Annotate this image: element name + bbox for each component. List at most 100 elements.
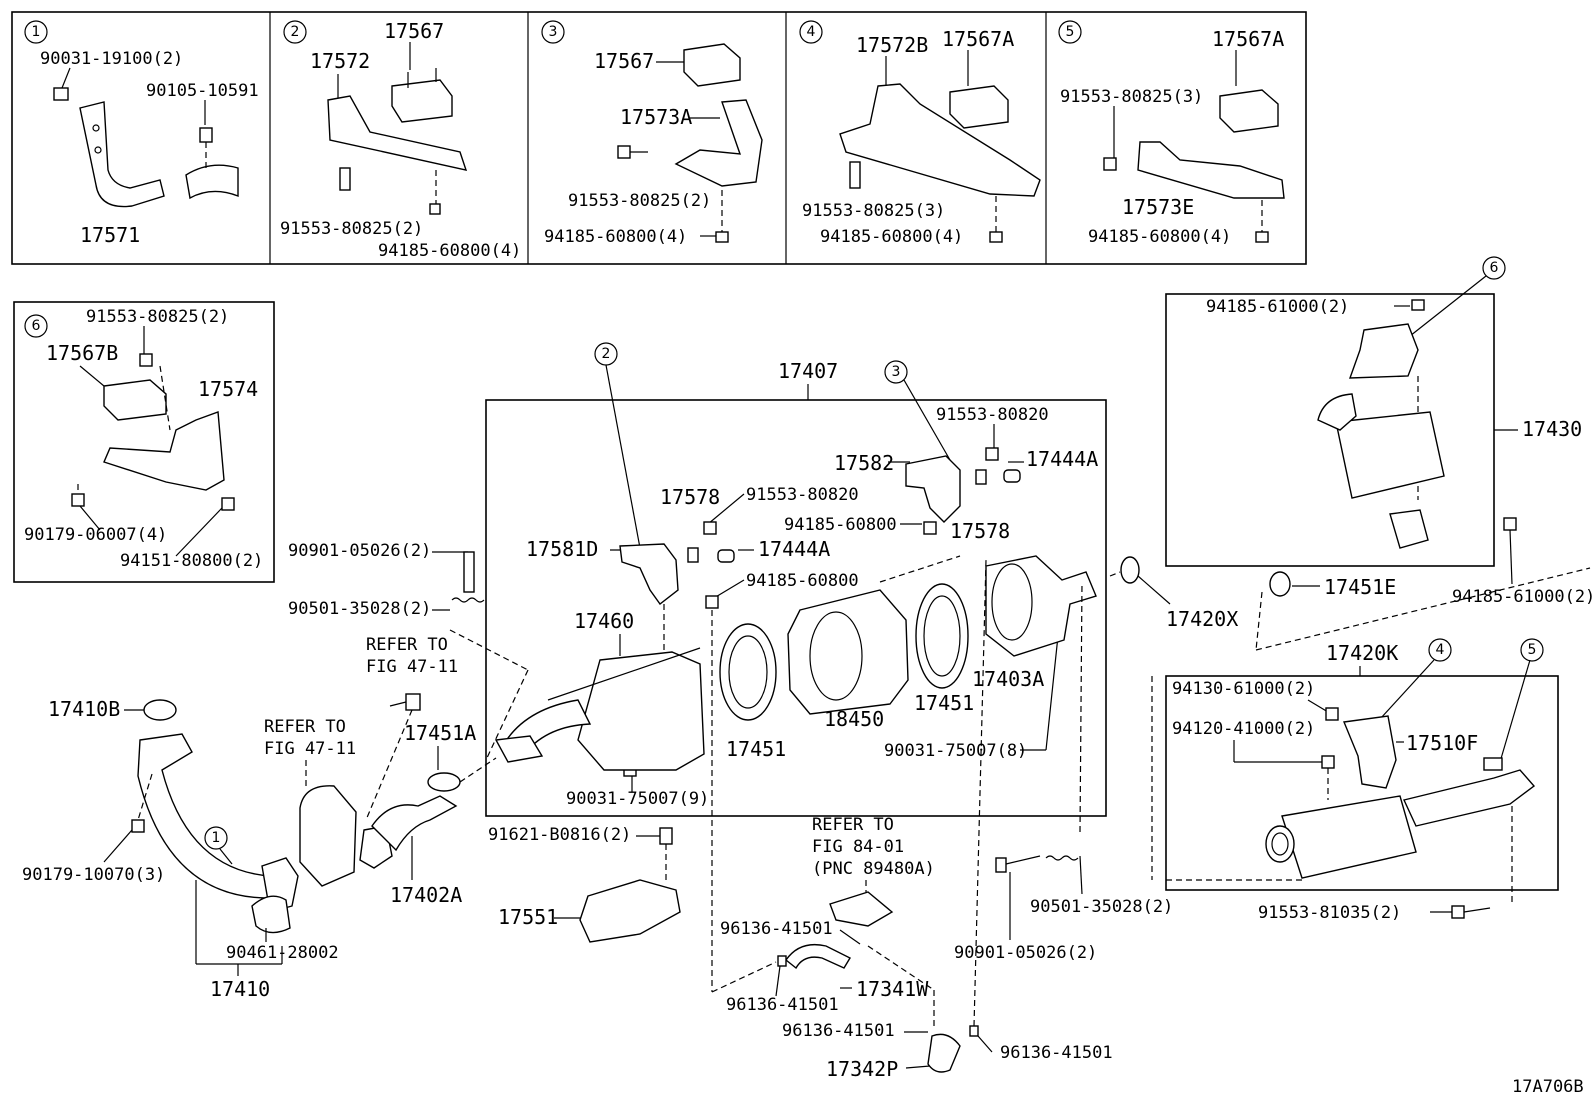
label-94185-61000-right: 94185-61000(2) [1452,587,1592,607]
muffler-17430-shape [1335,411,1445,499]
label-17567: 17567 [384,19,444,43]
inset-number-5: 5 [1066,24,1075,40]
callout-6-right: 6 [1490,260,1499,276]
label-17341W: 17341W [856,977,929,1001]
label-94185-60800-b5: 94185-60800(4) [1088,227,1231,247]
bracket-17510F-shape [1343,715,1397,789]
label-17572: 17572 [310,49,370,73]
label-17578-a: 17578 [660,485,720,509]
label-refer-to-2b: FIG 47-11 [264,739,356,759]
label-17430: 17430 [1522,417,1582,441]
label-90179-10070: 90179-10070(3) [22,865,165,885]
inset-3: 3 17567 17573A 91553-80825(2) 94185-6080… [541,20,763,247]
label-17451E: 17451E [1324,575,1396,599]
clamp-90461-shape [251,895,291,934]
label-17571: 17571 [80,223,140,247]
mount-17567A-b5-shape [1219,89,1279,133]
label-17574: 17574 [198,377,258,401]
label-91553-80820-a: 91553-80820 [936,405,1049,425]
bracket-17573E-shape [1137,141,1285,199]
converter-17460-shape [577,651,705,771]
sensor-bracket-shape [829,891,894,927]
outlet-17403A-shape [985,555,1097,657]
mount-17567A-b4-shape [949,85,1009,129]
label-17444A-right: 17444A [1026,447,1098,471]
label-91553-80825-b3: 91553-80825(2) [568,191,711,211]
inset-2: 2 17567 17572 91553-80825(2) 94185-60800… [280,19,521,261]
label-91553-81035: 91553-81035(2) [1258,903,1401,923]
hanger-bracket-shape [1348,323,1419,379]
bracket-17582-shape [905,455,961,523]
label-91553-80825-b5: 91553-80825(3) [1060,87,1203,107]
label-17551: 17551 [498,905,558,929]
assembly-17407-frame [485,399,1107,817]
converter-flange [494,735,544,763]
label-94130-61000: 94130-61000(2) [1172,679,1315,699]
label-91553-80825-b4: 91553-80825(3) [802,201,945,221]
label-17460: 17460 [574,609,634,633]
bracket-17574-shape [103,411,225,491]
label-94120-41000: 94120-41000(2) [1172,719,1315,739]
label-17567B: 17567B [46,341,118,365]
inset-number-2: 2 [291,24,300,40]
label-refer-to-1b: FIG 47-11 [366,657,458,677]
inset-number-4: 4 [807,24,816,40]
label-17407: 17407 [778,359,838,383]
muffler-17420K-frame [1165,675,1559,891]
gasket-17420X-shape [1120,556,1140,584]
callout-5-right: 5 [1528,642,1537,658]
label-pnc-89480a: (PNC 89480A) [812,859,935,879]
bracket-17572-shape [327,95,468,171]
label-90031-75007-8: 90031-75007(8) [884,741,1027,761]
bracket-17573A-shape [674,99,763,187]
front-pipe-section: 90901-05026(2) 90501-35028(2) REFER TO F… [22,541,529,1001]
label-90501-35028-left: 90501-35028(2) [288,599,431,619]
label-94151-80800: 94151-80800(2) [120,551,263,571]
inset-number-1: 1 [32,24,41,40]
callout-3-main: 3 [892,364,901,380]
drawing-code: 17A706B [1512,1077,1584,1097]
label-90105-10591: 90105-10591 [146,81,259,101]
label-17410: 17410 [210,977,270,1001]
top-insets [11,11,1307,265]
label-17444A-left: 17444A [758,537,830,561]
label-96136-41501-c: 96136-41501 [782,1021,895,1041]
catalytic-assembly-17407: 17407 2 3 91553-80820 17582 17444A 17578… [485,342,1107,817]
label-96136-41501-d: 96136-41501 [1000,1043,1113,1063]
label-17578-b: 17578 [950,519,1010,543]
label-17567A-b5: 17567A [1212,27,1284,51]
label-17342P: 17342P [826,1057,898,1081]
label-17567A-b4: 17567A [942,27,1014,51]
label-17402A: 17402A [390,883,462,907]
label-17451-b: 17451 [914,691,974,715]
label-17420K: 17420K [1326,641,1398,665]
label-refer-to-1a: REFER TO [366,635,448,655]
label-17451-a: 17451 [726,737,786,761]
label-96136-41501-a: 96136-41501 [720,919,833,939]
label-94185-60800-b3: 94185-60800(4) [544,227,687,247]
inset-number-3: 3 [549,24,558,40]
label-91553-80825-b6: 91553-80825(2) [86,307,229,327]
callout-4-right: 4 [1436,642,1445,658]
label-17403A: 17403A [972,667,1044,691]
label-90031-19100: 90031-19100(2) [40,49,183,69]
clamp-shape [185,164,239,200]
pipe-17402A-shape [371,795,458,852]
gasket-17451A-shape [427,772,461,792]
gasket-17451-b-shape [915,583,969,689]
callout-2-main: 2 [602,346,611,362]
tailpipe-shape [1403,769,1536,827]
label-94185-60800-a: 94185-60800 [784,515,897,535]
label-94185-60800-b: 94185-60800 [746,571,859,591]
mount-17567-shape [391,79,453,123]
label-96136-41501-b: 96136-41501 [726,995,839,1015]
label-90179-06007: 90179-06007(4) [24,525,167,545]
inset-6-left-frame [13,301,275,583]
label-refer-to-c: REFER TO [812,815,894,835]
inset-number-6-left: 6 [32,318,41,334]
label-91553-80820-b: 91553-80820 [746,485,859,505]
label-fig-84-01: FIG 84-01 [812,837,904,857]
label-17510F: 17510F [1406,731,1478,755]
label-90901-05026-left: 90901-05026(2) [288,541,431,561]
mount-17567-b3-shape [683,43,741,87]
